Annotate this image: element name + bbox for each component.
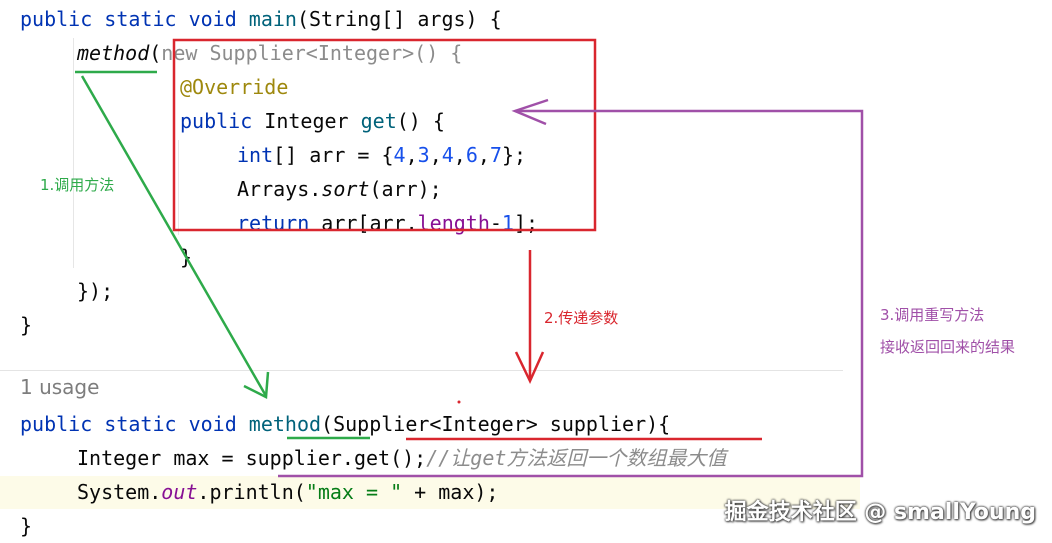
number-literal: 3	[417, 143, 430, 167]
watermark: 掘金技术社区 @ smallYoung	[724, 500, 1036, 525]
code-line-13[interactable]: System.out.println("max = " + max);	[77, 475, 498, 509]
code-token: (Supplier<Integer> supplier){	[321, 412, 671, 436]
step3-label-line2: 接收返回回来的结果	[880, 338, 1016, 356]
code-token: ,	[477, 143, 490, 167]
code-token: });	[77, 279, 114, 303]
code-token: main	[248, 7, 297, 31]
code-token: + max);	[402, 480, 499, 504]
code-token: [] arr = {	[273, 143, 394, 167]
code-token: ,	[453, 143, 466, 167]
code-token: }	[20, 514, 33, 538]
usage-hint[interactable]: 1 usage	[20, 375, 100, 399]
green-arrow-head	[243, 371, 270, 399]
number-literal: 4	[393, 143, 406, 167]
code-line-3[interactable]: @Override	[180, 70, 288, 104]
code-comment: //让get方法返回一个数组最大值	[426, 446, 727, 470]
code-line-6[interactable]: Arrays.sort(arr);	[237, 172, 442, 206]
red-dot	[457, 400, 461, 404]
code-line-12[interactable]: Integer max = supplier.get();//让get方法返回一…	[77, 441, 726, 475]
code-token: };	[501, 143, 527, 167]
code-token: out	[161, 480, 198, 504]
red-arrow-head	[514, 351, 545, 384]
step1-label: 1.调用方法	[40, 176, 115, 194]
code-line-10[interactable]: }	[20, 308, 32, 342]
code-line-4[interactable]: public Integer get() {	[180, 104, 445, 138]
method-call-token[interactable]: method	[77, 41, 150, 65]
code-token: System.	[77, 480, 162, 504]
number-literal: 7	[489, 143, 502, 167]
green-arrow-line	[80, 75, 268, 397]
purple-arrow-line	[278, 109, 864, 478]
step2-label: 2.传递参数	[544, 309, 619, 327]
code-token: public static void	[20, 412, 249, 436]
code-line-9[interactable]: });	[77, 274, 113, 308]
code-token: }	[20, 313, 33, 337]
code-line-2[interactable]: method(new Supplier<Integer>() {	[77, 36, 462, 70]
anonymous-class-box	[172, 38, 597, 232]
code-token: () {	[396, 109, 445, 133]
string-literal: "max = "	[305, 480, 403, 504]
code-token: new Supplier<Integer>() {	[161, 41, 463, 65]
code-line-5[interactable]: int[] arr = {4,3,4,6,7};	[237, 138, 526, 172]
indent-guide	[178, 140, 179, 235]
code-line-11[interactable]: public static void method(Supplier<Integ…	[20, 407, 670, 441]
current-line-highlight	[0, 476, 860, 509]
code-line-1[interactable]: public static void main(String[] args) {	[20, 2, 502, 36]
code-token: .println(	[197, 480, 306, 504]
code-token: get	[360, 109, 397, 133]
code-token: public	[180, 109, 265, 133]
code-token: (arr);	[369, 177, 442, 201]
code-token: Integer max = supplier.get();	[77, 446, 427, 470]
number-literal: 4	[441, 143, 454, 167]
method-separator	[0, 370, 843, 371]
code-token: ,	[429, 143, 442, 167]
number-literal: 6	[465, 143, 478, 167]
indent-guide	[73, 38, 74, 268]
code-token: Integer	[264, 109, 361, 133]
code-token: int	[237, 143, 274, 167]
code-token: (	[149, 41, 162, 65]
code-token: (String[] args) {	[296, 7, 502, 31]
override-annotation: @Override	[180, 75, 289, 99]
step3-label-line1: 3.调用重写方法	[880, 306, 985, 324]
code-token: ,	[405, 143, 418, 167]
code-token: public static void	[20, 7, 249, 31]
code-token: sort	[321, 177, 370, 201]
code-line-14[interactable]: }	[20, 509, 32, 543]
purple-arrow-head	[511, 98, 549, 126]
method-declaration-name[interactable]: method	[248, 412, 322, 436]
code-token: Arrays.	[237, 177, 322, 201]
